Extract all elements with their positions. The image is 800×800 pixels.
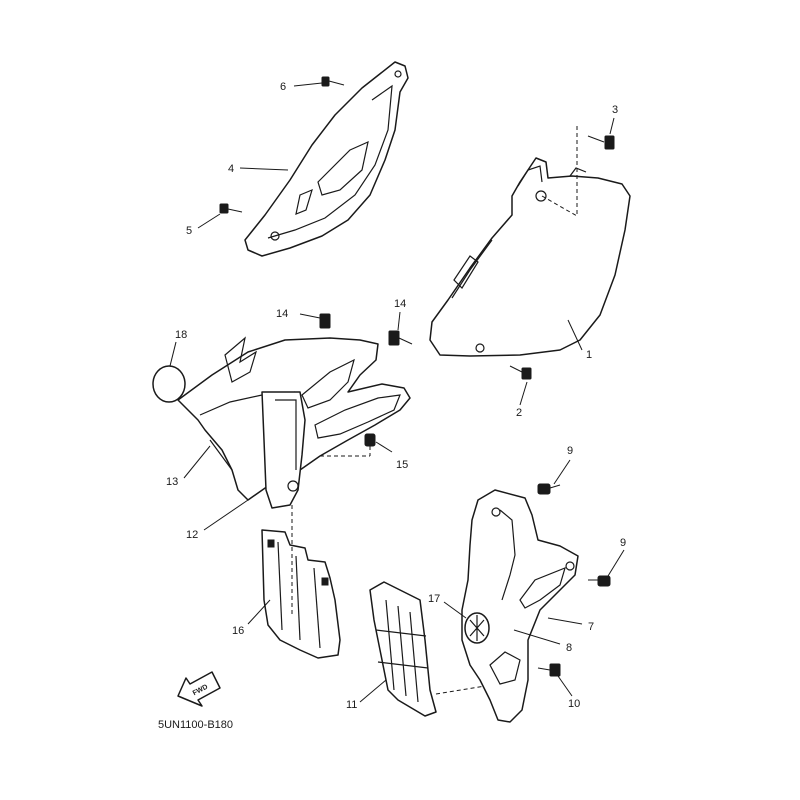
callout-1: 1 — [586, 349, 592, 361]
callout-9-upper: 9 — [567, 445, 573, 457]
callout-5: 5 — [186, 225, 192, 237]
nut-15 — [320, 433, 376, 457]
bolt-14-left — [299, 313, 331, 329]
bolt-10 — [537, 663, 561, 677]
callout-13: 13 — [166, 476, 178, 488]
diagram-code: 5UN1100-B180 — [158, 719, 233, 731]
bolt-9-upper — [537, 483, 561, 495]
callout-15: 15 — [396, 459, 408, 471]
louver-16 — [261, 505, 341, 659]
bolt-3 — [541, 126, 615, 217]
side-cover-upper — [244, 61, 409, 257]
bolt-6 — [321, 76, 345, 87]
forward-arrow-icon: FWD — [177, 671, 221, 707]
callouts: 1 2 3 4 5 6 7 8 9 9 10 11 12 13 14 14 15… — [166, 81, 626, 711]
callout-18: 18 — [175, 329, 187, 341]
callout-17: 17 — [428, 593, 440, 605]
emblem — [152, 365, 186, 403]
bolt-14-right — [388, 330, 413, 346]
leader-lines — [169, 82, 625, 703]
emblem-17 — [464, 612, 490, 644]
callout-16: 16 — [232, 625, 244, 637]
callout-14-left: 14 — [276, 308, 288, 320]
callout-14-right: 14 — [394, 298, 406, 310]
bolt-9-lower — [588, 575, 611, 587]
callout-6: 6 — [280, 81, 286, 93]
callout-9-lower: 9 — [620, 537, 626, 549]
callout-3: 3 — [612, 104, 618, 116]
callout-11: 11 — [346, 699, 357, 711]
side-cover-lower — [461, 489, 579, 723]
shroud-bracket — [261, 391, 306, 509]
radiator-grille — [369, 581, 486, 717]
callout-10: 10 — [568, 698, 580, 710]
callout-8: 8 — [566, 642, 572, 654]
callout-4: 4 — [228, 163, 234, 175]
bolt-5 — [219, 203, 243, 214]
bolt-2 — [509, 365, 532, 380]
callout-12: 12 — [186, 529, 198, 541]
callout-7: 7 — [588, 621, 594, 633]
callout-2: 2 — [516, 407, 522, 419]
number-plate — [429, 157, 631, 357]
